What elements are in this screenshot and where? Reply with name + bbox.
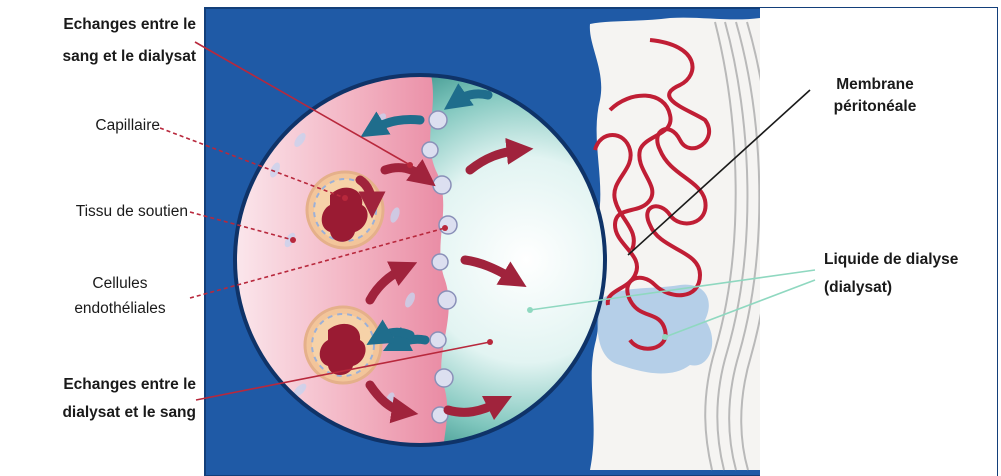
label-echanges-sang-dialysat: Echanges entre le sang et le dialysat — [0, 14, 196, 69]
label-capillaire: Capillaire — [0, 115, 160, 137]
label-tissu-de-soutien: Tissu de soutien — [0, 201, 188, 223]
label-echanges-dialysat-sang: Echanges entre le dialysat et le sang — [0, 374, 196, 425]
capillary-upper — [307, 172, 383, 248]
label-liquide-de-dialyse: Liquide de dialyse (dialysat) — [824, 249, 958, 300]
label-cellules-endotheliales: Cellules endothéliales — [50, 273, 190, 321]
label-membrane-peritoneale: Membrane péritonéale — [800, 74, 950, 119]
